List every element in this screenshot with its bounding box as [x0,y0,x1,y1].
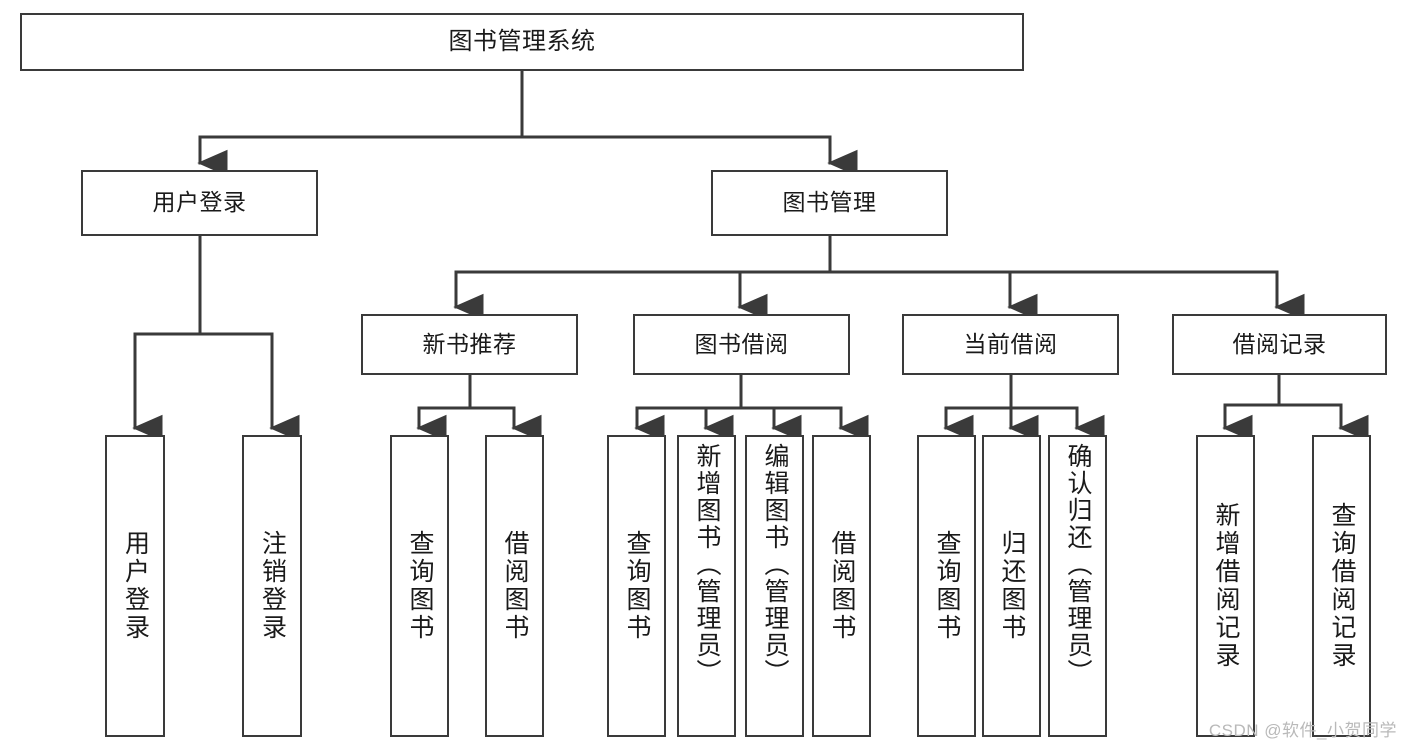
leaf-borrow-borrow-book[interactable]: 借阅图书 [812,435,871,737]
leaf-record-add-record[interactable]: 新增借阅记录 [1196,435,1255,737]
leaf-borrow-query-book[interactable]: 查询图书 [607,435,666,737]
node-book-borrow[interactable]: 图书借阅 [633,314,850,375]
node-label: 当前借阅 [963,330,1058,357]
watermark: CSDN @软件_小贺同学 [1208,721,1397,740]
node-label: 编辑图书（管理员） [761,443,789,686]
node-user-login[interactable]: 用户登录 [81,170,318,236]
node-new-book-recommend[interactable]: 新书推荐 [361,314,578,375]
leaf-borrow-add-book-admin[interactable]: 新增图书（管理员） [677,435,736,737]
node-label: 借阅图书 [828,530,856,642]
node-book-management[interactable]: 图书管理 [711,170,948,236]
node-label: 确认归还（管理员） [1064,443,1092,686]
leaf-borrow-edit-book-admin[interactable]: 编辑图书（管理员） [745,435,804,737]
node-label: 查询图书 [623,530,651,642]
leaf-current-query-book[interactable]: 查询图书 [917,435,976,737]
leaf-user-login[interactable]: 用户登录 [105,435,165,737]
node-label: 图书管理 [782,189,877,216]
node-label: 新增借阅记录 [1212,502,1240,670]
node-label: 图书借阅 [694,330,789,357]
node-current-borrow[interactable]: 当前借阅 [902,314,1119,375]
node-label: 用户登录 [121,530,150,642]
node-borrow-record[interactable]: 借阅记录 [1172,314,1387,375]
leaf-record-query-record[interactable]: 查询借阅记录 [1312,435,1371,737]
node-label: 注销登录 [258,530,287,642]
node-label: 查询图书 [933,530,961,642]
node-label: 用户登录 [152,189,247,216]
leaf-user-logout[interactable]: 注销登录 [242,435,302,737]
leaf-newbook-query-book[interactable]: 查询图书 [390,435,449,737]
node-label: 查询借阅记录 [1328,502,1356,670]
node-label: 归还图书 [998,530,1026,642]
node-root-system[interactable]: 图书管理系统 [20,13,1024,71]
node-label: 新书推荐 [422,330,517,357]
node-label: 查询图书 [406,530,434,642]
node-label: 借阅图书 [501,530,529,642]
leaf-newbook-borrow-book[interactable]: 借阅图书 [485,435,544,737]
leaf-current-confirm-return-admin[interactable]: 确认归还（管理员） [1048,435,1107,737]
leaf-current-return-book[interactable]: 归还图书 [982,435,1041,737]
node-label: 借阅记录 [1232,330,1327,357]
node-label: 新增图书（管理员） [693,443,721,686]
node-label: 图书管理系统 [448,27,596,55]
